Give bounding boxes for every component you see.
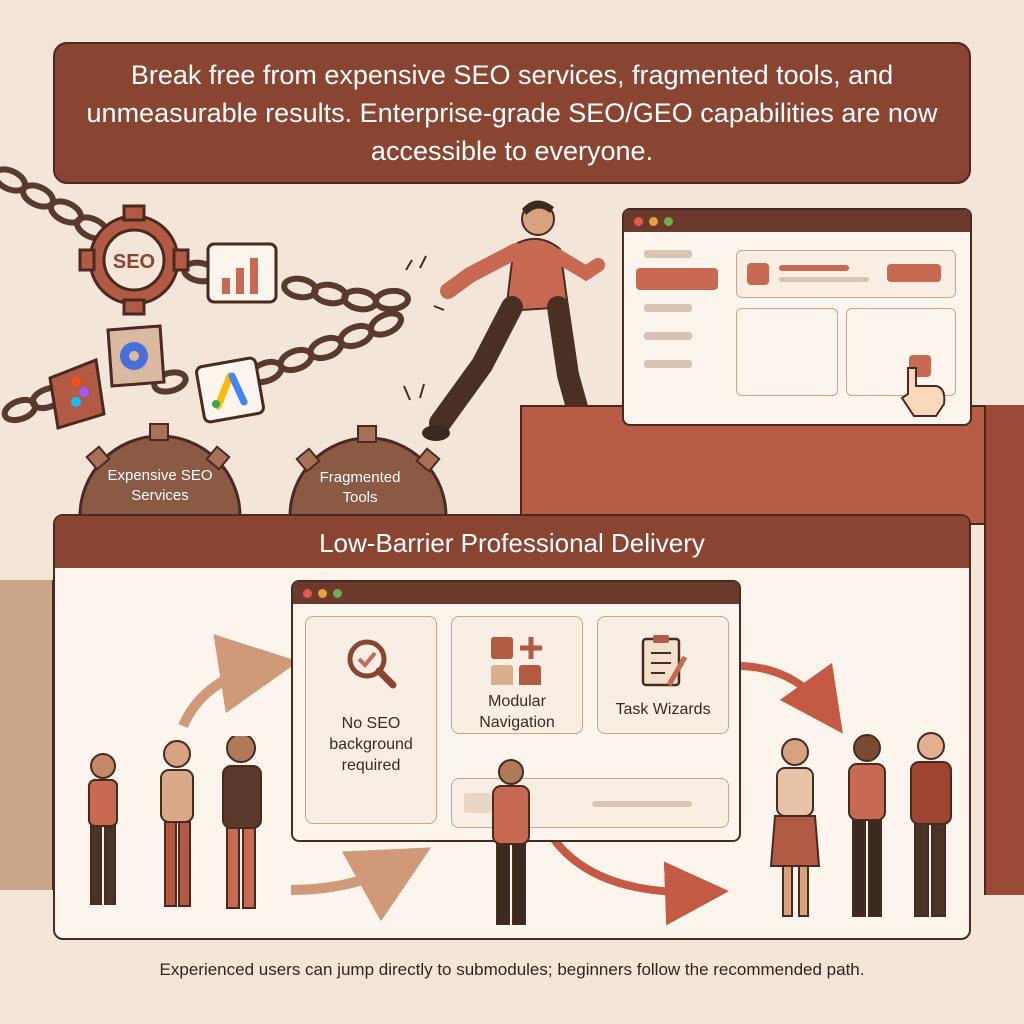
- close-dot-icon[interactable]: [303, 588, 312, 598]
- panel-title: Low-Barrier Professional Delivery: [319, 527, 705, 558]
- close-dot-icon[interactable]: [634, 216, 643, 226]
- clipboard-checklist-icon: [641, 635, 688, 687]
- sidebar-item[interactable]: [644, 332, 692, 340]
- path-bar-block: [464, 793, 492, 813]
- chains-illustration: SEO: [0, 166, 445, 430]
- panel-title-bar: Low-Barrier Professional Delivery: [55, 516, 969, 568]
- footer-caption: Experienced users can jump directly to s…: [159, 960, 865, 979]
- flow-arrows: [178, 634, 843, 926]
- send-icon: [747, 263, 769, 285]
- beginner-users-group: [88, 736, 262, 909]
- seo-gear-text: SEO: [113, 251, 155, 273]
- running-person-illustration: [422, 200, 605, 441]
- modules-grid-icon: [491, 637, 542, 685]
- gear-label-expensive: Expensive SEO Services: [107, 467, 213, 504]
- feature-label: Modular Navigation: [479, 693, 555, 731]
- app-window-titlebar: [624, 210, 970, 232]
- feature-label: No SEO background required: [329, 715, 413, 774]
- maximize-dot-icon[interactable]: [664, 216, 673, 226]
- ads-icon: [195, 356, 265, 424]
- design-tool-icon: [48, 357, 106, 430]
- feature-card-no-background[interactable]: No SEO background required: [305, 616, 437, 824]
- module-card[interactable]: [736, 308, 838, 396]
- feature-header-card: [736, 250, 956, 298]
- header-line: [779, 265, 849, 271]
- feature-card-wizards[interactable]: Task Wizards: [597, 616, 729, 734]
- app-window-body: [624, 232, 970, 424]
- gear-label-fragmented: Fragmented Tools: [319, 469, 401, 506]
- sidebar-item[interactable]: [644, 304, 692, 312]
- maximize-dot-icon[interactable]: [333, 588, 342, 598]
- header-subline: [779, 277, 869, 282]
- sidebar-item-active[interactable]: [636, 268, 718, 290]
- delivery-panel: Low-Barrier Professional Delivery: [53, 514, 971, 940]
- minimize-dot-icon[interactable]: [649, 216, 658, 226]
- blue-gear-icon: [106, 324, 166, 388]
- seo-gear-icon: [78, 204, 190, 316]
- broken-gears: [78, 423, 448, 518]
- navigating-user: [492, 759, 530, 925]
- pointer-hand-icon: [900, 367, 946, 417]
- sidebar-item[interactable]: [644, 360, 692, 368]
- minimize-dot-icon[interactable]: [318, 588, 327, 598]
- path-bar-line: [592, 801, 692, 807]
- headline-banner: Break free from expensive SEO services, …: [53, 42, 971, 184]
- headline-text: Break free from expensive SEO services, …: [86, 60, 938, 166]
- main-window-titlebar: [293, 582, 739, 604]
- magnifier-check-icon: [347, 639, 397, 689]
- bar-chart-icon: [206, 242, 278, 304]
- header-action-button[interactable]: [887, 264, 941, 282]
- sidebar-item[interactable]: [644, 250, 692, 258]
- left-wall: [0, 580, 54, 890]
- feature-card-modular[interactable]: Modular Navigation: [451, 616, 583, 734]
- feature-label: Task Wizards: [615, 701, 711, 718]
- module-card[interactable]: [846, 308, 956, 396]
- podium-side: [984, 405, 1024, 895]
- experienced-users-group: [769, 732, 952, 917]
